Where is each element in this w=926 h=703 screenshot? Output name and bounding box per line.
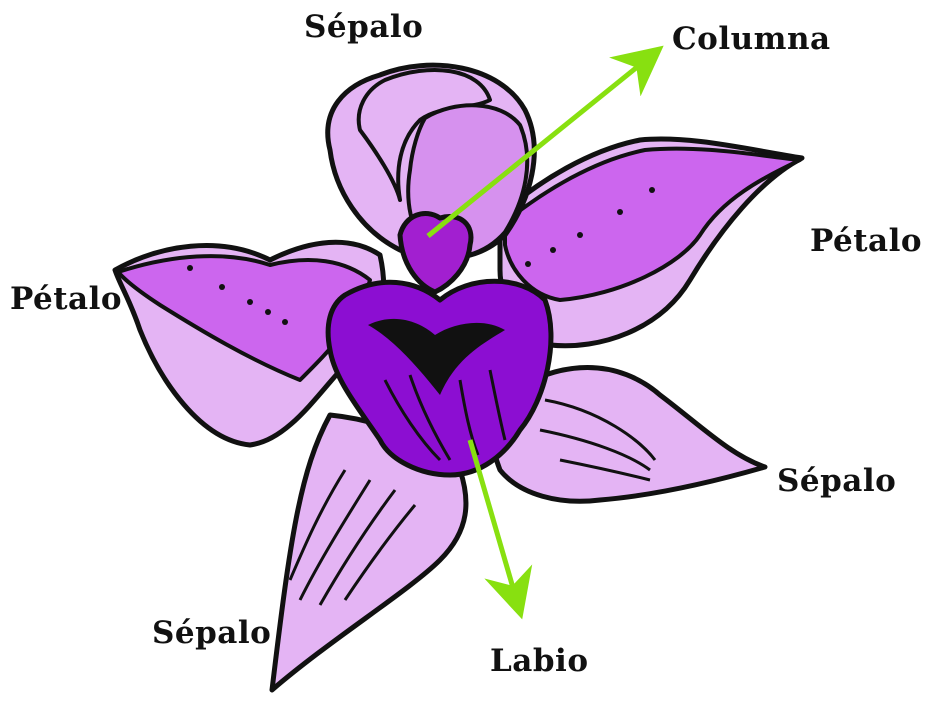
column xyxy=(400,213,471,292)
label-sepalo-right: Sépalo xyxy=(777,466,896,497)
label-sepalo-bottom: Sépalo xyxy=(152,618,271,649)
label-petalo-right: Pétalo xyxy=(810,226,922,257)
label-columna: Columna xyxy=(672,24,831,55)
label-labio: Labio xyxy=(490,646,589,677)
label-sepalo-top: Sépalo xyxy=(304,12,423,43)
label-petalo-left: Pétalo xyxy=(10,284,122,315)
